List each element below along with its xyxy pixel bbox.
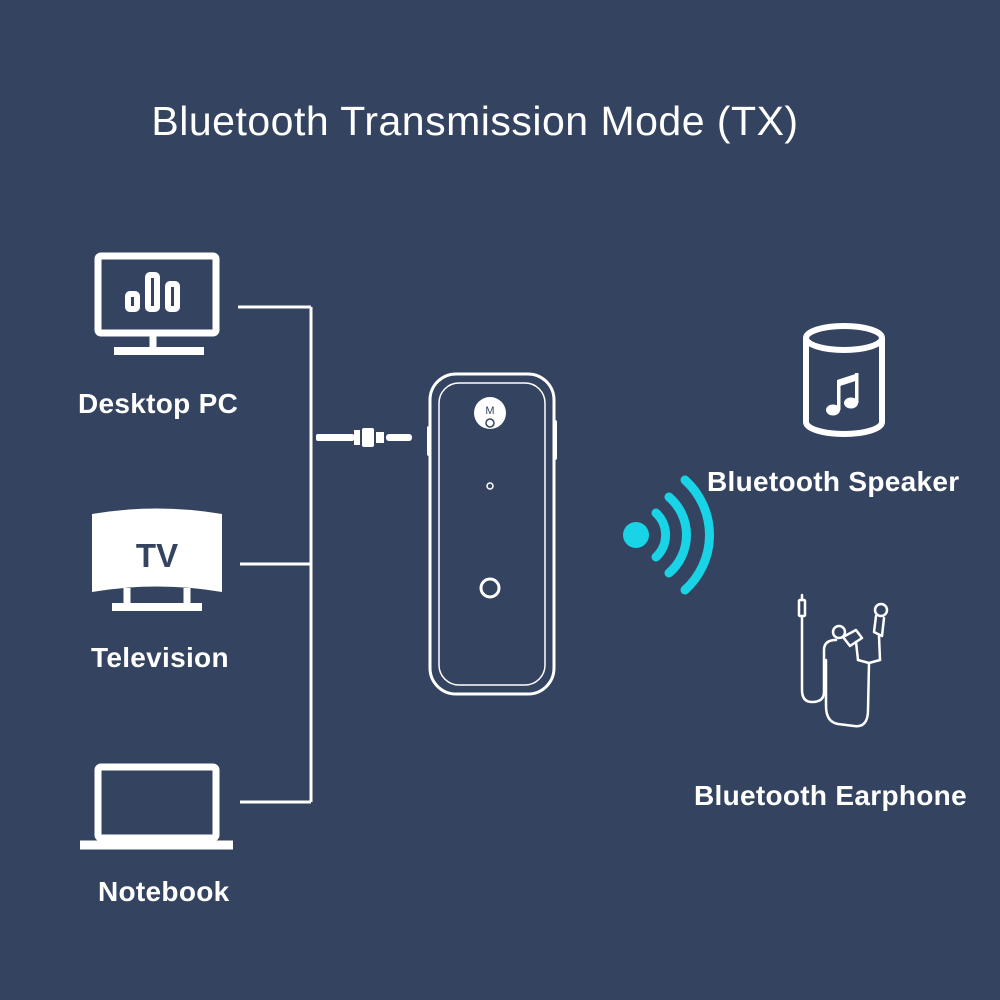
bluetooth-earphone-icon: [797, 593, 889, 728]
notebook-label: Notebook: [98, 876, 230, 907]
page-title: Bluetooth Transmission Mode (TX): [151, 98, 799, 144]
notebook-icon: [80, 763, 233, 850]
wireless-signal-icon: [623, 475, 714, 595]
connector-lines: [238, 305, 313, 804]
mode-button: [474, 397, 506, 429]
power-button: [479, 577, 501, 599]
tv-screen-text: TV: [136, 537, 178, 574]
indicator-led: [486, 482, 494, 490]
desktop-pc-label: Desktop PC: [78, 388, 239, 419]
desktop-pc-icon: [94, 252, 220, 355]
bluetooth-speaker-icon: [803, 323, 885, 437]
bluetooth-transmitter-device: M: [427, 372, 557, 696]
mode-button-text: M: [485, 405, 494, 417]
music-note-icon: [826, 373, 859, 416]
bluetooth-earphone-label: Bluetooth Earphone: [694, 780, 967, 811]
television-label: Television: [91, 642, 229, 673]
bluetooth-speaker-label: Bluetooth Speaker: [707, 466, 960, 497]
audio-jack-icon: [316, 428, 412, 447]
television-icon: TV: [92, 508, 222, 611]
